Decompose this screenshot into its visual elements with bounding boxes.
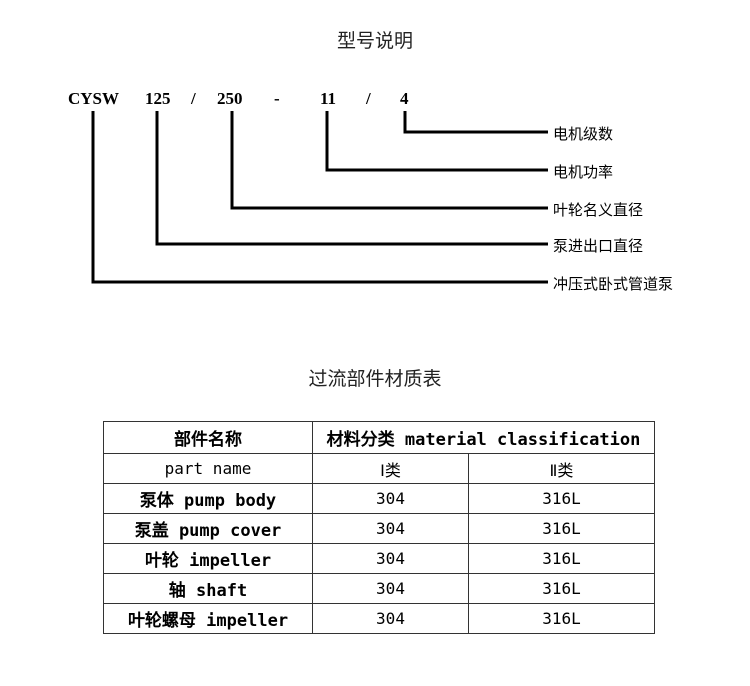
class2-value: 316L xyxy=(468,543,655,574)
material-title: 过流部件材质表 xyxy=(308,368,442,390)
header-material: 材料分类 material classification xyxy=(312,421,655,454)
header-class1: Ⅰ类 xyxy=(312,453,469,484)
class2-value: 316L xyxy=(468,603,655,634)
code-inlet: 125 xyxy=(145,89,171,108)
label-power: 电机功率 xyxy=(553,163,614,181)
code-sep: - xyxy=(274,89,280,108)
class2-value: 316L xyxy=(468,573,655,604)
part: 泵盖 pump cover xyxy=(103,513,313,544)
label-pump-type: 冲压式卧式管道泵 xyxy=(553,275,674,293)
part: 轴 shaft xyxy=(103,573,313,604)
class1-value: 304 xyxy=(312,603,469,634)
code-sep: / xyxy=(191,89,196,108)
part: 叶轮 impeller xyxy=(103,543,313,574)
class1-value: 304 xyxy=(312,543,469,574)
class2-value: 316L xyxy=(468,483,655,514)
class1-value: 304 xyxy=(312,513,469,544)
code-series: CYSW xyxy=(68,89,120,108)
code-sep: / xyxy=(366,89,371,108)
model-title: 型号说明 xyxy=(336,30,413,52)
part: 叶轮螺母 impeller xyxy=(103,603,313,634)
header-part-cn: 部件名称 xyxy=(103,421,313,454)
class1-value: 304 xyxy=(312,483,469,514)
label-inlet-dia: 泵进出口直径 xyxy=(553,237,644,255)
class1-value: 304 xyxy=(312,573,469,604)
code-poles: 4 xyxy=(400,89,409,108)
leader-lines xyxy=(91,111,548,284)
code-impeller: 250 xyxy=(217,89,243,108)
label-poles: 电机级数 xyxy=(553,125,614,143)
header-class2: Ⅱ类 xyxy=(468,453,655,484)
material-table: 部件名称 材料分类 material classification part n… xyxy=(103,421,655,634)
code-power: 11 xyxy=(320,89,337,108)
header-part-en: part name xyxy=(103,453,313,484)
label-impeller-dia: 叶轮名义直径 xyxy=(553,201,644,219)
class2-value: 316L xyxy=(468,513,655,544)
part: 泵体 pump body xyxy=(103,483,313,514)
